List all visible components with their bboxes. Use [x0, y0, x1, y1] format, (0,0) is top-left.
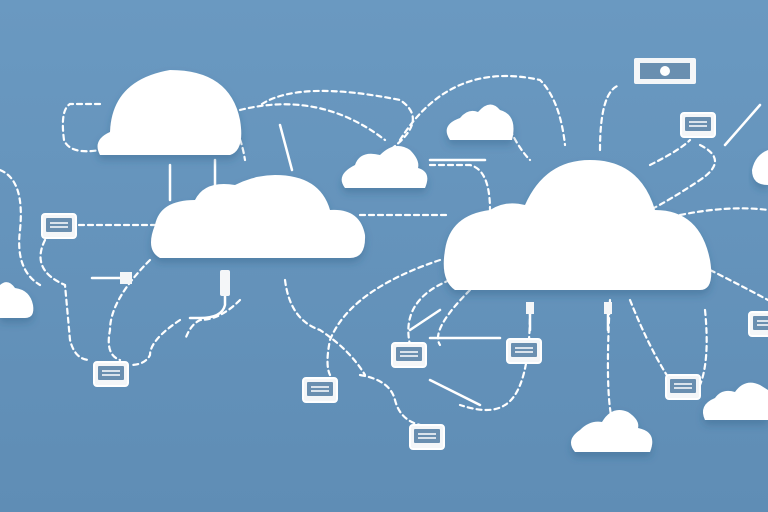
clouds	[0, 70, 768, 452]
cable-plug-icon	[526, 302, 534, 314]
cloud-icon	[702, 382, 768, 420]
server-device-icon	[665, 374, 701, 400]
cloud-icon	[151, 175, 366, 258]
cable-plug-icon	[120, 272, 132, 284]
cables	[90, 103, 762, 407]
server-device-icon	[41, 213, 77, 239]
server-device-icon	[506, 338, 542, 364]
cloud-icon	[571, 409, 653, 452]
cloud-icon	[443, 160, 712, 290]
cable-plug-icon	[604, 302, 612, 314]
server-device-icon	[409, 424, 445, 450]
cloud-icon	[446, 104, 514, 140]
server-device-icon	[748, 311, 768, 337]
cable-plug-icon	[220, 270, 230, 296]
connection-lines	[0, 74, 768, 427]
cloud-icon	[752, 150, 768, 185]
devices	[41, 58, 768, 450]
server-device-icon	[302, 377, 338, 403]
cable-plug-icon	[634, 58, 696, 84]
server-device-icon	[93, 361, 129, 387]
cloud-icon	[97, 70, 242, 155]
cloud-icon	[341, 146, 428, 188]
cloud-icon	[0, 282, 34, 318]
server-device-icon	[680, 112, 716, 138]
server-device-icon	[391, 342, 427, 368]
